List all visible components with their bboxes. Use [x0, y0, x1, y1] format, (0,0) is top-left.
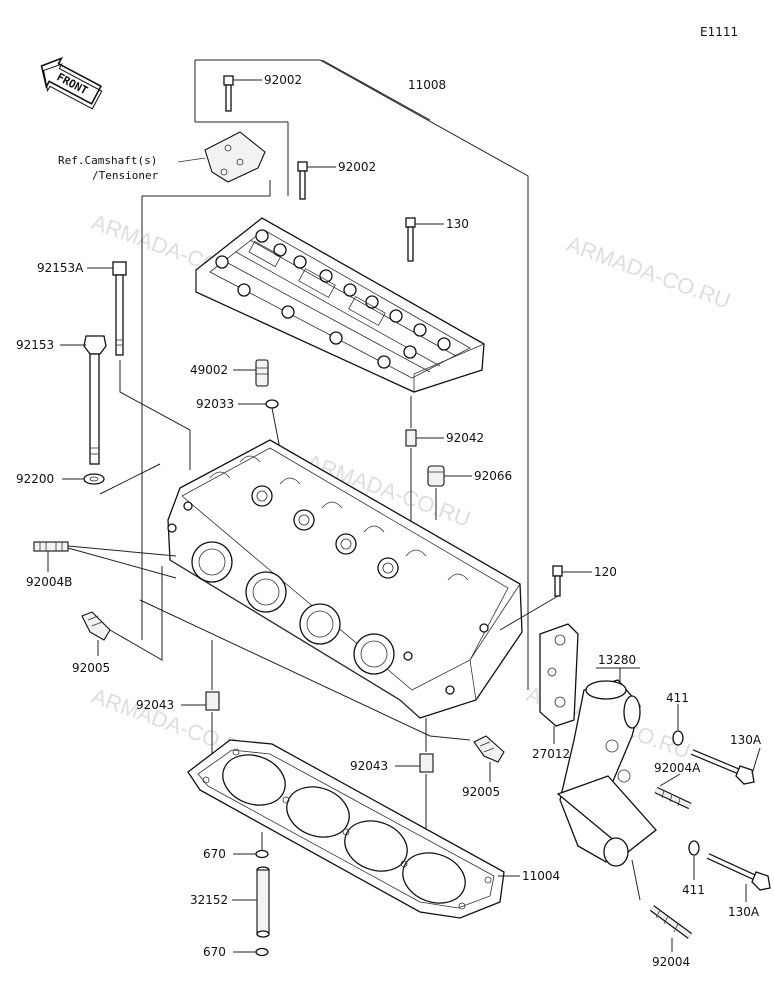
label-92005-left: 92005 — [72, 661, 110, 675]
fitting-92005-left — [81, 566, 163, 661]
diagram-code: E1111 — [700, 25, 738, 39]
label-120: 120 — [594, 565, 617, 579]
mount-bracket-13280 — [556, 668, 657, 867]
label-27012: 27012 — [532, 747, 570, 761]
stud-92004A — [654, 773, 692, 810]
bolt-92153A — [87, 261, 127, 356]
pin-49002 — [233, 359, 269, 387]
label-130A-bot: 130A — [728, 905, 760, 919]
watermark-2: ARMADA-CO.RU — [563, 231, 734, 313]
bolt-120 — [499, 565, 592, 631]
label-11004: 11004 — [522, 869, 560, 883]
label-670-top: 670 — [203, 847, 226, 861]
oring-670-top — [233, 832, 269, 859]
reference-note-line1: Ref.Camshaft(s) — [58, 154, 157, 167]
pipe-32152 — [232, 866, 270, 938]
label-92004A: 92004A — [654, 761, 701, 775]
label-92043-mid: 92043 — [350, 759, 388, 773]
front-arrow-icon: FRONT — [40, 56, 103, 110]
label-92004B: 92004B — [26, 575, 72, 589]
bolt-130 — [405, 217, 444, 262]
bolt-92002-mid — [297, 161, 336, 200]
camshaft-cap-ref — [177, 131, 266, 183]
stud-92004 — [631, 859, 693, 952]
label-411-bot: 411 — [682, 883, 705, 897]
label-92200: 92200 — [16, 472, 54, 486]
washer-411-top — [672, 704, 684, 746]
dowel-92043-left — [181, 640, 220, 760]
bolt-92153 — [60, 335, 107, 465]
label-11008: 11008 — [408, 78, 446, 92]
exhaust-ports — [191, 541, 395, 675]
bracket-lines — [141, 59, 529, 690]
plug-92066 — [427, 465, 472, 520]
oring-670-bot — [233, 947, 269, 957]
label-13280: 13280 — [598, 653, 636, 667]
camshaft-holder — [195, 217, 485, 393]
cylinder-head — [167, 439, 523, 719]
label-130A-top: 130A — [730, 733, 762, 747]
label-32152: 32152 — [190, 893, 228, 907]
label-92033: 92033 — [196, 397, 234, 411]
reference-note-line2: /Tensioner — [92, 169, 159, 182]
washer-411-bot — [688, 840, 700, 880]
label-92005-right: 92005 — [462, 785, 500, 799]
label-92153A: 92153A — [37, 261, 84, 275]
bolt-130A-top — [690, 747, 761, 785]
label-92043-left: 92043 — [136, 698, 174, 712]
label-92153: 92153 — [16, 338, 54, 352]
label-92002-top: 92002 — [264, 73, 302, 87]
label-92066: 92066 — [474, 469, 512, 483]
head-gasket — [187, 739, 520, 919]
bracket-27012 — [539, 623, 579, 744]
label-92042: 92042 — [446, 431, 484, 445]
label-130: 130 — [446, 217, 469, 231]
bolt-130A-bot — [706, 853, 771, 902]
label-411-top: 411 — [666, 691, 689, 705]
label-92004: 92004 — [652, 955, 690, 969]
washer-92200 — [62, 473, 105, 485]
label-670-bot: 670 — [203, 945, 226, 959]
label-92002-mid: 92002 — [338, 160, 376, 174]
label-49002: 49002 — [190, 363, 228, 377]
stud-92004B — [33, 541, 177, 579]
bolt-92002-top — [223, 75, 262, 112]
fitting-92005-right — [473, 735, 505, 782]
